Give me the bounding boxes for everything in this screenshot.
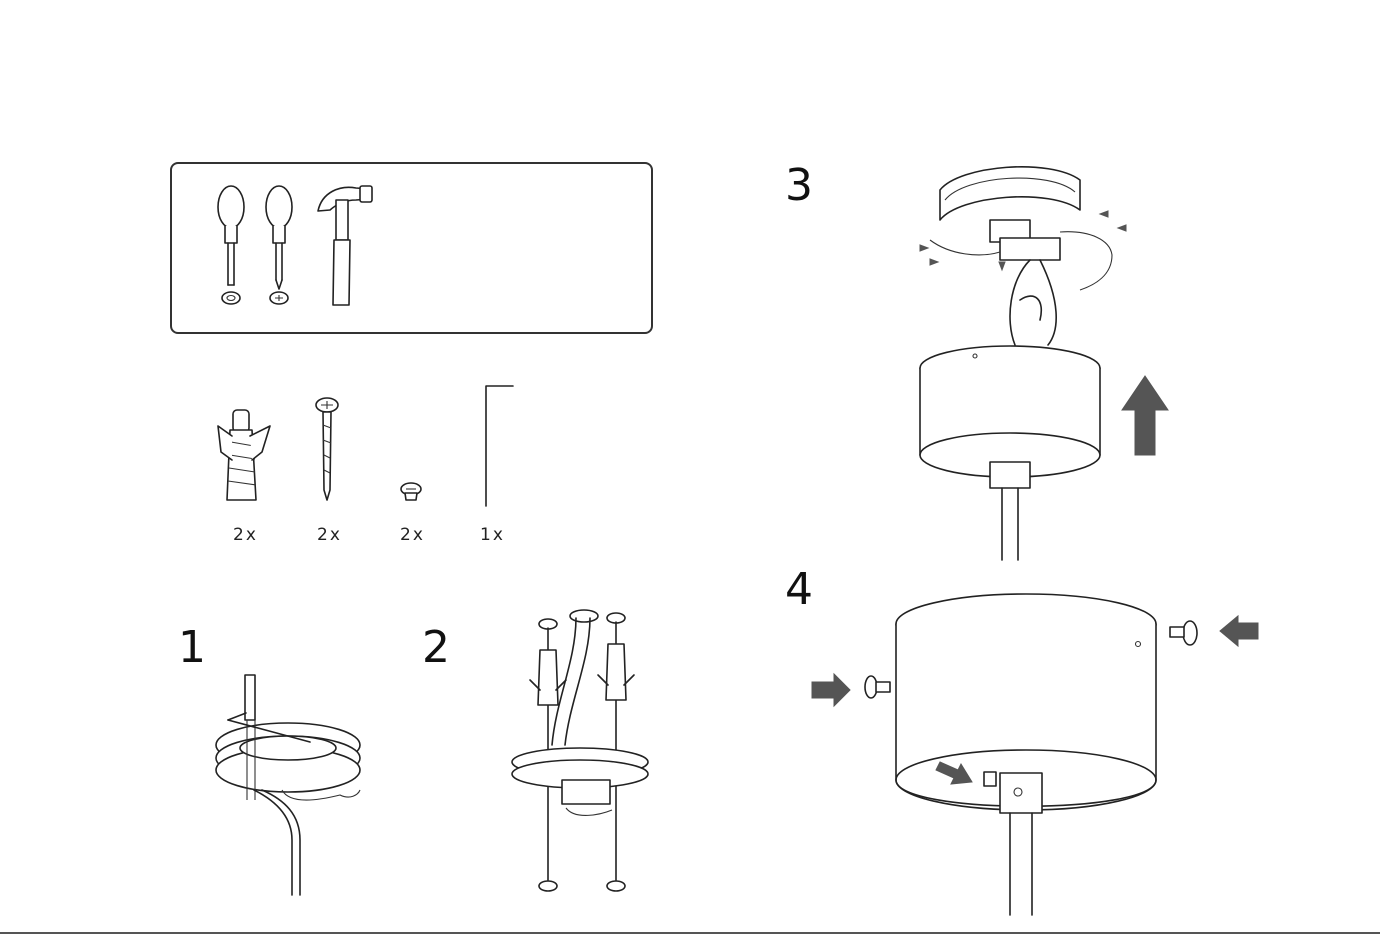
part-qty-small-screw: 2x	[400, 525, 425, 545]
arrow-right-icon	[1219, 614, 1259, 648]
allen-key-icon	[485, 385, 514, 507]
arrow-left-icon	[811, 672, 851, 708]
footer-divider	[0, 932, 1380, 934]
step-number-1: 1	[178, 622, 206, 673]
step-number-4: 4	[785, 564, 813, 615]
part-qty-wall-plug: 2x	[233, 525, 258, 545]
tools-panel	[170, 162, 653, 334]
side-screw-right-icon	[1169, 620, 1198, 646]
part-qty-allen-key: 1x	[480, 525, 505, 545]
part-qty-screw: 2x	[317, 525, 342, 545]
set-screw-icon	[983, 771, 1043, 814]
screw-icon	[315, 397, 339, 501]
step-number-3: 3	[785, 160, 813, 211]
small-screw-icon	[400, 482, 422, 501]
up-arrow-icon	[1121, 375, 1169, 456]
side-screw-left-icon	[864, 675, 891, 699]
step-number-2: 2	[422, 622, 450, 673]
wall-plug-icon	[217, 409, 271, 501]
arrow-diagonal-icon	[935, 761, 973, 785]
